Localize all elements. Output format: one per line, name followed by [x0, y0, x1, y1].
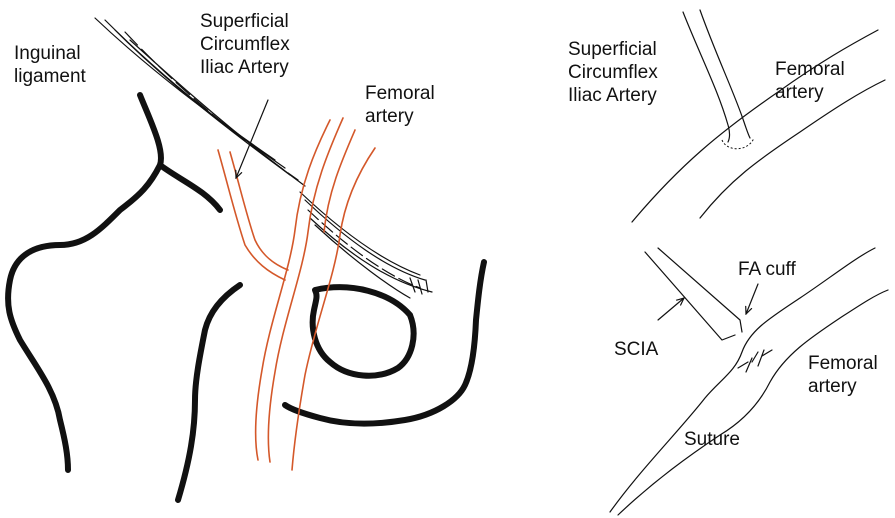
- scia-label-left: Superficial Circumflex Iliac Artery: [200, 10, 290, 79]
- pubic-ramus-left: [178, 285, 240, 500]
- suture-marks: [738, 350, 772, 372]
- bottom-scia-stump: [645, 248, 742, 340]
- fa-cuff-arrow: [746, 284, 758, 314]
- fa-cuff-label: FA cuff: [738, 258, 796, 281]
- top-scia-vessel: [683, 10, 754, 149]
- obturator-foramen: [313, 287, 414, 375]
- scia-label-bottom: SCIA: [614, 338, 658, 361]
- femoral-artery-label-top: Femoral artery: [775, 58, 845, 104]
- scia-arrow: [658, 298, 684, 320]
- inguinal-ligament-label: Inguinal ligament: [14, 42, 86, 88]
- femoral-artery-label-bottom: Femoral artery: [808, 352, 878, 398]
- femoral-artery-label-left: Femoral artery: [365, 82, 435, 128]
- iliac-crest-outline: [8, 95, 161, 470]
- suture-label: Suture: [684, 428, 740, 451]
- scia-branch: [218, 150, 288, 280]
- top-femoral-artery: [632, 30, 885, 222]
- scia-pointer-arrow: [236, 100, 268, 178]
- top-anastomosis-site: [722, 138, 754, 149]
- scia-label-top: Superficial Circumflex Iliac Artery: [568, 38, 658, 107]
- pelvic-bone: [8, 95, 484, 500]
- acetabulum-rim: [160, 165, 220, 210]
